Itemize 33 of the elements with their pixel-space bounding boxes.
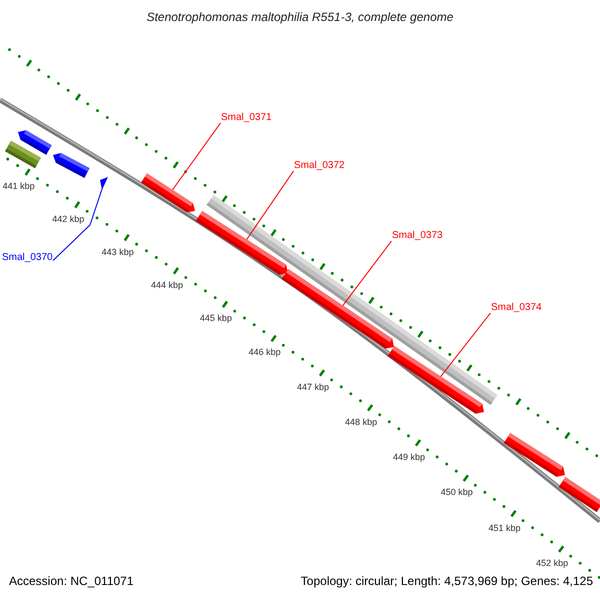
- tick-label: 450 kbp: [440, 487, 473, 498]
- leader-line: [52, 188, 102, 261]
- tick-label: 452 kbp: [536, 558, 568, 568]
- tick-label: 442 kbp: [52, 214, 84, 224]
- gene-feature: [504, 432, 565, 477]
- tick-label: 447 kbp: [296, 382, 329, 392]
- leader-line: [440, 312, 491, 377]
- gene-feature: [141, 173, 195, 212]
- leader-line: [172, 122, 221, 190]
- tick-label: 445 kbp: [200, 313, 232, 324]
- tick-label: 451 kbp: [488, 522, 520, 533]
- gene-label: Smal_0372: [294, 160, 345, 172]
- gene-feature: [388, 346, 484, 414]
- gene-feature: [53, 152, 90, 178]
- tick-label: 444 kbp: [150, 280, 183, 290]
- tick-label: 448 kbp: [345, 416, 378, 428]
- tick-label: 449 kbp: [392, 452, 425, 462]
- title: Stenotrophomonas maltophilia R551-3, complete genome: [146, 11, 454, 25]
- gene-label: Smal_0370: [2, 252, 53, 264]
- leader-line: [342, 240, 392, 306]
- genome-info-text: Topology: circular; Length: 4,573,969 bp; Genes: 4,125: [300, 575, 593, 589]
- accession-text: Accession: NC_011071: [9, 575, 134, 589]
- gene-feature: [100, 177, 108, 190]
- leader-line: [246, 170, 294, 240]
- gene-label: Smal_0373: [392, 230, 443, 242]
- gene-feature: [282, 269, 394, 349]
- gene-feature: [18, 130, 52, 155]
- tick-label: 441 kbp: [2, 181, 35, 192]
- gene-label: Smal_0371: [221, 112, 272, 124]
- tick-label: 446 kbp: [248, 347, 281, 358]
- gene-label: Smal_0374: [491, 302, 542, 314]
- tick-label: 443 kbp: [102, 246, 134, 257]
- gene-feature: [558, 476, 600, 512]
